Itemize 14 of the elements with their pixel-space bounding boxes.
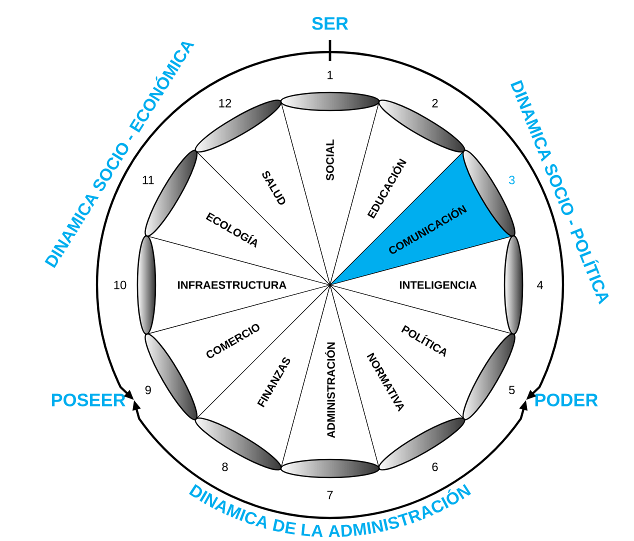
sector-number: 12 bbox=[219, 98, 232, 108]
sector-number: 8 bbox=[222, 462, 228, 472]
pole-label: PODER bbox=[535, 394, 598, 406]
pole-label: SER bbox=[312, 17, 348, 30]
sector-number: 6 bbox=[432, 462, 438, 472]
sector-number: 2 bbox=[432, 98, 438, 108]
sector-number: 10 bbox=[114, 280, 126, 290]
sector-number: 1 bbox=[328, 70, 333, 80]
sector-number: 3 bbox=[509, 176, 515, 184]
sector-number: 7 bbox=[327, 490, 333, 500]
pole-label: POSEER bbox=[52, 394, 126, 406]
sector-number: 5 bbox=[509, 386, 515, 394]
sector-number: 9 bbox=[145, 386, 151, 394]
sector-number: 4 bbox=[536, 280, 543, 290]
